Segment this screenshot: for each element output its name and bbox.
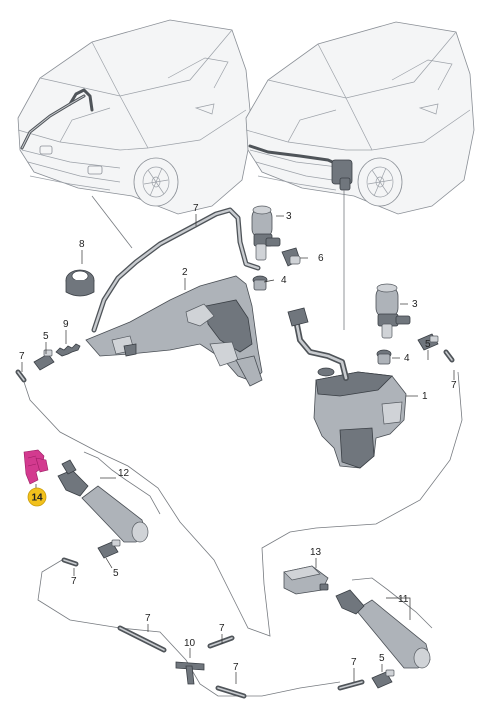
- leader-lines: [21, 214, 455, 684]
- part-7-hose-lower-left: [61, 557, 79, 567]
- callout-5a: 5: [43, 331, 49, 342]
- callout-5c: 5: [113, 568, 119, 579]
- callout-12: 12: [118, 468, 130, 479]
- callout-14: 14: [31, 493, 43, 504]
- part-7-hose-short-b: [215, 685, 247, 699]
- callout-labels: 7 2 3 6 4 8 9 5 7 3 4 5 7 1 12 5 7 7 10 …: [19, 203, 457, 673]
- hose-route-line: [23, 371, 463, 637]
- part-11-washer-nozzle-right: [335, 577, 433, 669]
- callout-2: 2: [182, 267, 188, 278]
- callout-7e: 7: [145, 613, 151, 624]
- part-9-clip: [55, 343, 81, 357]
- part-8-seal-ring: [65, 269, 95, 297]
- part-7-hose-piece-left: [15, 369, 27, 383]
- part-7-hose-upper: [91, 207, 261, 333]
- part-5-connector-lower-left: [97, 539, 121, 559]
- part-14-badge: 14: [27, 487, 47, 507]
- car-right-illustration: [245, 21, 475, 215]
- part-14-nozzle-bracket: [23, 449, 49, 485]
- part-3-washer-pump-right: [375, 283, 411, 339]
- callout-4a: 4: [281, 275, 287, 286]
- callout-5d: 5: [379, 653, 385, 664]
- callout-7d: 7: [71, 576, 77, 587]
- callout-10: 10: [184, 638, 196, 649]
- part-7-hose-short-c: [337, 679, 365, 691]
- callout-7h: 7: [351, 657, 357, 668]
- callout-3a: 3: [286, 211, 292, 222]
- callout-1: 1: [422, 391, 428, 402]
- callout-7a: 7: [193, 203, 199, 214]
- hose-route-lower: [37, 559, 341, 697]
- part-7-hose-short-a: [207, 635, 235, 649]
- callout-9: 9: [63, 319, 69, 330]
- callout-5b: 5: [425, 339, 431, 350]
- callout-8: 8: [79, 239, 85, 250]
- callout-6: 6: [318, 253, 324, 264]
- part-2-filler-bracket: [85, 275, 263, 387]
- part-4-grommet-upper: [252, 275, 268, 291]
- part-5-connector-lower-right: [371, 669, 395, 689]
- callout-4b: 4: [404, 353, 410, 364]
- part-10-t-piece: [175, 661, 205, 685]
- part-1-washer-reservoir: [287, 307, 407, 469]
- part-5-connector-right: [417, 333, 439, 351]
- callout-7b: 7: [19, 351, 25, 362]
- part-4-grommet-right: [376, 349, 392, 365]
- part-5-connector-left: [33, 349, 55, 371]
- callout-7c: 7: [451, 380, 457, 391]
- car-left-illustration: [17, 19, 253, 215]
- part-7-hose-piece-right: [443, 349, 455, 363]
- part-7-hose-long: [117, 625, 167, 653]
- callout-11: 11: [398, 594, 409, 605]
- part-12-washer-nozzle-left: [57, 451, 161, 543]
- callout-3b: 3: [412, 299, 418, 310]
- callout-7g: 7: [233, 662, 239, 673]
- part-13-cover-cap: [283, 565, 329, 595]
- callout-7f: 7: [219, 623, 225, 634]
- callout-13: 13: [310, 547, 322, 558]
- car-leader-line-left: [91, 195, 133, 249]
- part-6-connector: [281, 247, 301, 267]
- part-3-washer-pump-upper: [251, 205, 281, 261]
